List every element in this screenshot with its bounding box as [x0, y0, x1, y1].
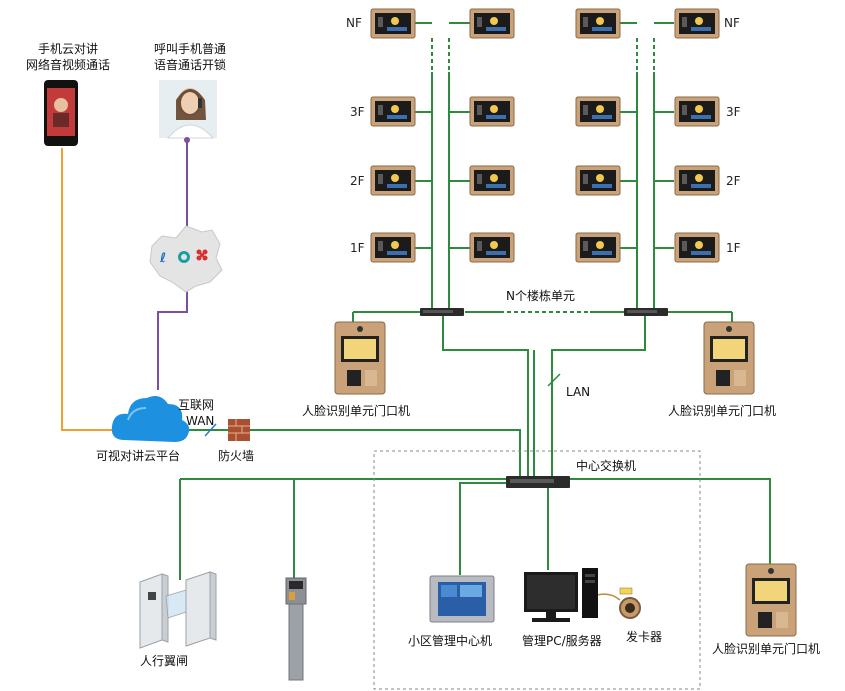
core-switch-icon: [506, 476, 570, 488]
indoor-monitor-icon: [674, 96, 720, 127]
firewall-label: 防火墙: [218, 449, 255, 463]
pc-server-icon: [524, 568, 598, 622]
lan-label: LAN: [566, 385, 591, 399]
indoor-monitor-icon: [469, 232, 515, 263]
floor-label-3f-right: 3F: [726, 105, 741, 119]
indoor-monitor-icon: [575, 165, 621, 196]
gate-label: 人行翼闸: [140, 654, 189, 668]
indoor-monitor-icon: [469, 165, 515, 196]
face-door-right-label: 人脸识别单元门口机: [668, 404, 777, 418]
face-door-station-icon: [334, 321, 386, 395]
call-phone-label-line2: 语音通话开锁: [153, 58, 226, 72]
cloud-platform-label: 可视对讲云平台: [96, 449, 181, 463]
floor-label-nf-right: NF: [724, 16, 740, 30]
cloud-icon: [111, 396, 190, 442]
indoor-monitor-icon: [370, 96, 416, 127]
call-phone-label-line1: 呼叫手机普通: [153, 42, 226, 56]
phone-cloud-label-line1: 手机云对讲: [37, 42, 98, 56]
indoor-monitor-icon: [469, 96, 515, 127]
face-door-station-icon: [703, 321, 755, 395]
phone-cloud-label-line2: 网络音视频通话: [25, 58, 110, 72]
network-switch-icon: [624, 308, 668, 316]
management-area-box: [373, 450, 701, 690]
svg-text:ℓ: ℓ: [159, 251, 166, 266]
indoor-monitor-icon: [674, 165, 720, 196]
indoor-monitor-icon: [370, 232, 416, 263]
core-switch-label: 中心交换机: [576, 459, 637, 473]
indoor-monitors: [370, 8, 720, 263]
smartphone-icon: [44, 80, 78, 146]
china-map-carriers-icon: ℓ: [149, 225, 223, 293]
floor-label-2f-left: 2F: [350, 174, 365, 188]
mgmt-pc-label: 管理PC/服务器: [522, 634, 602, 648]
firewall-icon: [228, 419, 250, 441]
indoor-monitor-icon: [370, 165, 416, 196]
floor-label-3f-left: 3F: [350, 105, 365, 119]
face-door-bottom-label: 人脸识别单元门口机: [712, 642, 821, 656]
indoor-monitor-icon: [469, 8, 515, 39]
indoor-monitor-icon: [575, 96, 621, 127]
floor-label-nf-left: NF: [346, 16, 362, 30]
floor-label-1f-left: 1F: [350, 241, 365, 255]
internet-label: 互联网: [178, 398, 215, 412]
card-issuer-label: 发卡器: [626, 630, 663, 644]
person-on-phone-icon: [159, 80, 217, 143]
network-switch-icon: [420, 308, 464, 316]
wan-tick: [204, 423, 217, 437]
network-lines: [61, 22, 771, 601]
indoor-monitor-icon: [674, 8, 720, 39]
turnstile-gate-icon: [139, 571, 217, 649]
indoor-monitor-icon: [575, 232, 621, 263]
indoor-monitor-icon: [575, 8, 621, 39]
n-buildings-label: N个楼栋单元: [506, 289, 575, 303]
face-door-left-label: 人脸识别单元门口机: [302, 404, 411, 418]
face-door-station-icon: [745, 563, 797, 637]
indoor-monitor-icon: [370, 8, 416, 39]
wan-label: WAN: [186, 414, 215, 428]
indoor-monitor-icon: [674, 232, 720, 263]
access-terminal-icon: [285, 577, 307, 681]
lan-tick: [547, 373, 561, 387]
management-center-icon: [429, 575, 495, 623]
card-reader-icon: [619, 587, 641, 619]
mgmt-center-label: 小区管理中心机: [408, 634, 493, 648]
floor-label-2f-right: 2F: [726, 174, 741, 188]
floor-label-1f-right: 1F: [726, 241, 741, 255]
